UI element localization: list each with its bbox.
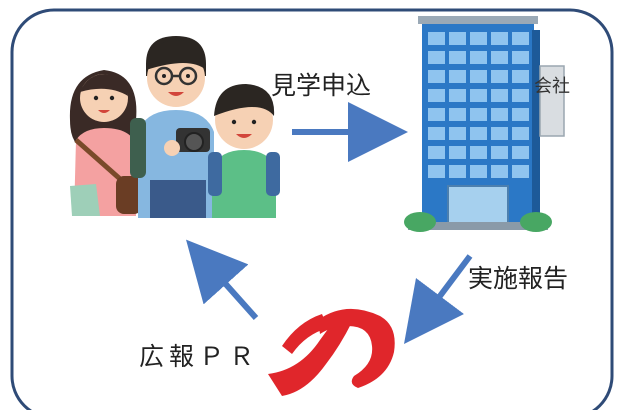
building-window	[491, 89, 508, 102]
building-window	[512, 70, 529, 83]
edge-label-pr: 広報ＰＲ	[139, 342, 260, 371]
building-window	[428, 51, 445, 64]
building-window	[470, 165, 487, 178]
building-window	[491, 127, 508, 140]
building-window	[428, 165, 445, 178]
building-window	[470, 146, 487, 159]
building-window	[449, 51, 466, 64]
building-window	[449, 32, 466, 45]
building-window	[491, 108, 508, 121]
building-window	[449, 108, 466, 121]
building-window	[449, 165, 466, 178]
building-window	[512, 32, 529, 45]
company-sign-text: 会社	[534, 76, 570, 97]
building-window	[449, 146, 466, 159]
building-window	[449, 127, 466, 140]
building-window	[428, 70, 445, 83]
building-window	[428, 146, 445, 159]
building-window	[428, 89, 445, 102]
diagram-frame	[10, 8, 614, 410]
man-figure	[130, 36, 214, 218]
building-window	[491, 165, 508, 178]
visitors-illustration	[69, 36, 280, 218]
building-window	[470, 89, 487, 102]
building-window	[512, 127, 529, 140]
arrow-pr	[186, 239, 259, 320]
edge-label-report: 実施報告	[468, 264, 569, 293]
building-window	[470, 51, 487, 64]
building-window	[491, 146, 508, 159]
boy-figure	[208, 84, 280, 218]
building-window	[428, 108, 445, 121]
building-window	[512, 51, 529, 64]
building-window	[470, 70, 487, 83]
building-window	[491, 51, 508, 64]
building-window	[491, 32, 508, 45]
red-logo-mark	[268, 308, 395, 396]
building-window	[512, 146, 529, 159]
building-window	[512, 165, 529, 178]
building-window	[428, 32, 445, 45]
building-window	[470, 32, 487, 45]
building-window	[470, 108, 487, 121]
building-window	[512, 89, 529, 102]
building-window	[512, 108, 529, 121]
arrow-report	[404, 254, 473, 344]
building-window	[428, 127, 445, 140]
office-building-icon: 会社	[404, 16, 570, 232]
building-window	[470, 127, 487, 140]
woman-figure	[69, 70, 142, 216]
building-window	[449, 70, 466, 83]
edge-label-apply: 見学申込	[271, 71, 372, 100]
building-window	[491, 70, 508, 83]
building-window	[449, 89, 466, 102]
